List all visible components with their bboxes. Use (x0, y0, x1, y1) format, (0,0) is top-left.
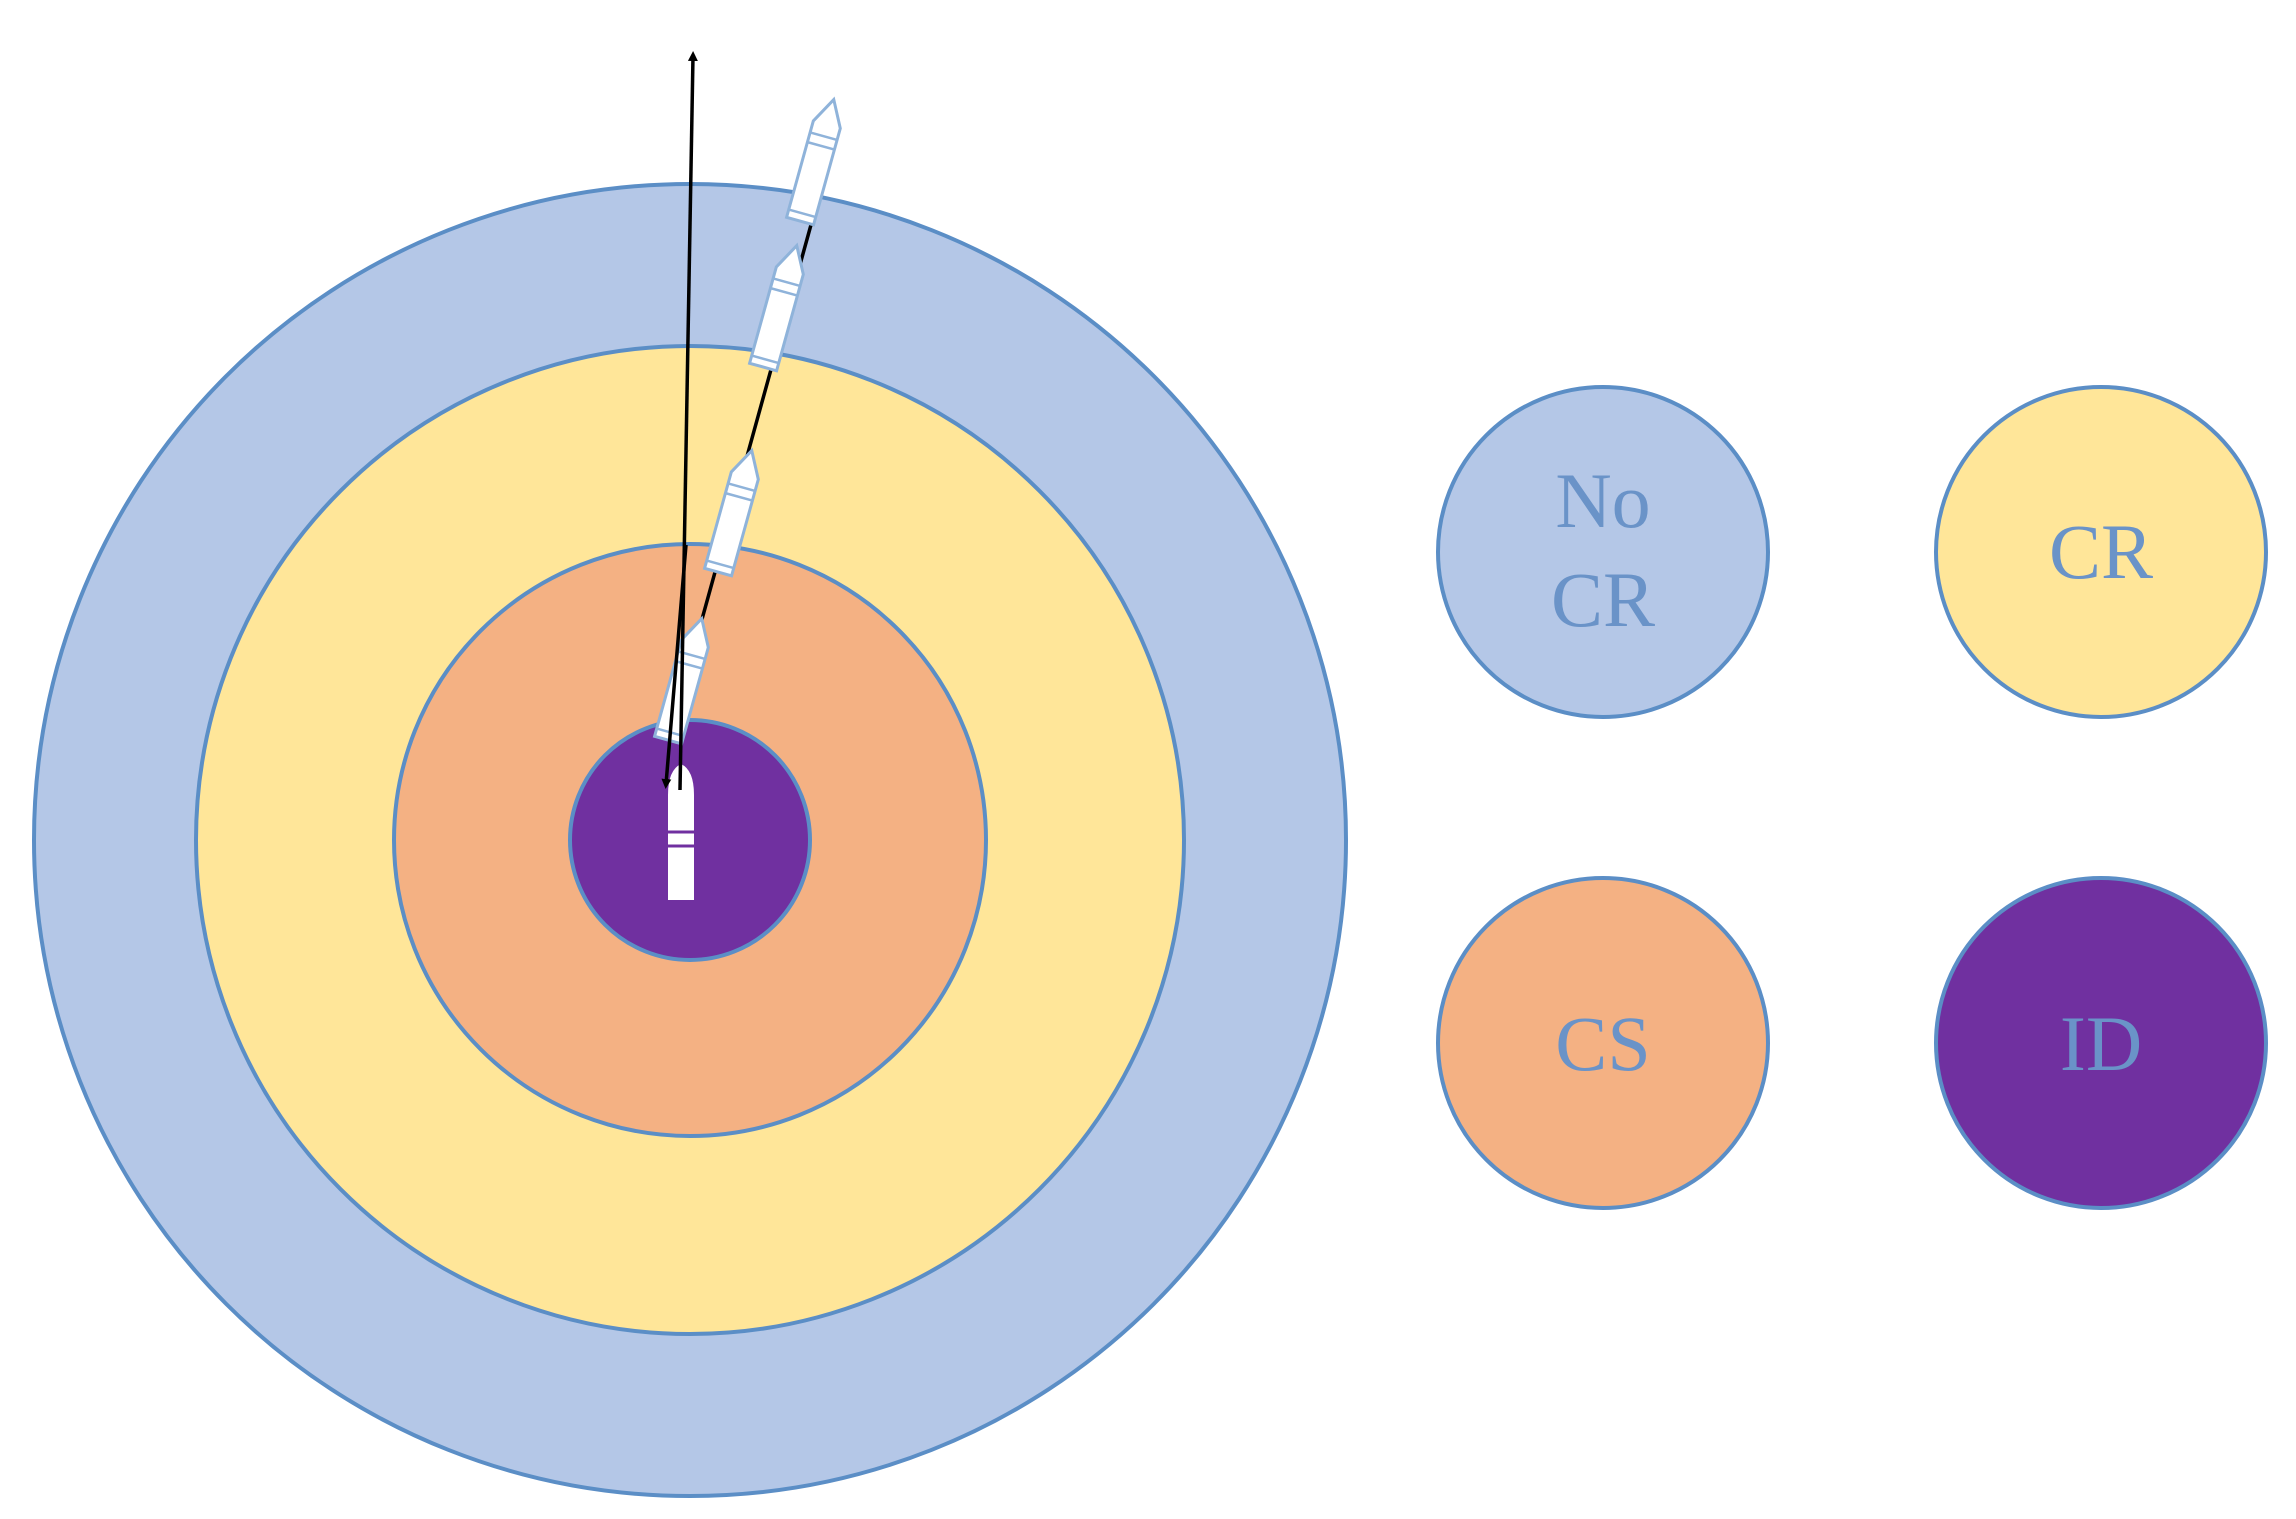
legend-label-cs: CS (1555, 1000, 1650, 1087)
legend-item-cr: CR (1934, 385, 2268, 719)
legend: No CR CR CS ID (1436, 385, 2268, 1210)
legend-swatch-id (1934, 876, 2268, 1210)
legend-label-no-cr-line2: CR (1551, 556, 1655, 643)
legend-label-cr: CR (2049, 508, 2153, 595)
legend-item-cs: CS (1436, 876, 1770, 1210)
legend-swatch-cr (1934, 385, 2268, 719)
legend-label-id: ID (2060, 1000, 2142, 1087)
ship-icon (668, 764, 694, 900)
legend-swatch-no-cr (1436, 385, 1770, 719)
legend-item-id: ID (1934, 876, 2268, 1210)
legend-item-no-cr: No CR (1436, 385, 1770, 719)
arrow-icon (678, 51, 698, 791)
legend-label-no-cr-line1: No (1555, 457, 1650, 544)
arrow-icon (661, 544, 688, 789)
legend-swatch-cs (1436, 876, 1770, 1210)
